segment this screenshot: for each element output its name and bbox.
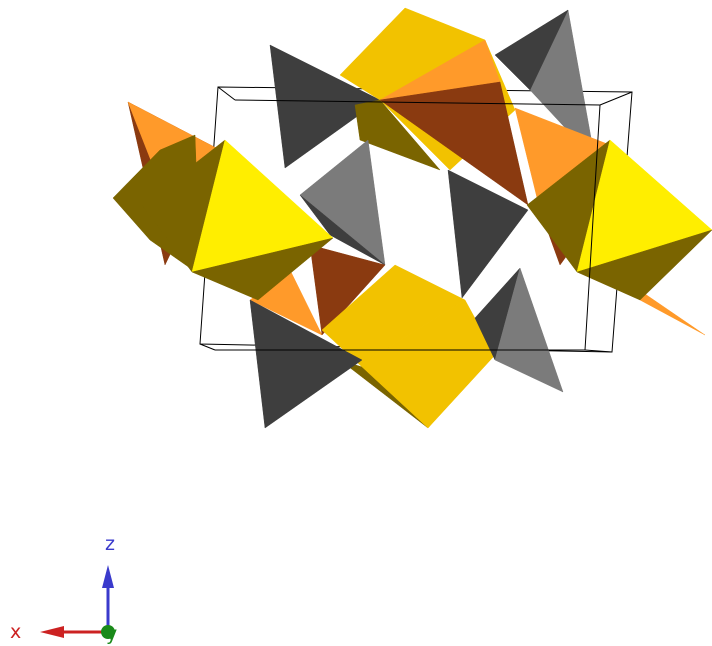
- polyhedron-face: [354, 99, 441, 171]
- polyhedron-face: [494, 267, 564, 393]
- z-axis-arrow: [102, 565, 114, 588]
- polyhedron-face: [191, 237, 334, 301]
- polyhedron-face: [299, 194, 386, 266]
- y-axis-label: y: [106, 623, 117, 645]
- unit-cell-front: [199, 86, 633, 353]
- polyhedron-face: [447, 169, 529, 299]
- polyhedron-face: [269, 44, 381, 169]
- z-axis-label: z: [105, 533, 115, 555]
- y-axis-dot: [101, 625, 115, 639]
- gray-tetrahedron-bottom-right: [474, 267, 564, 393]
- polyhedron-face: [379, 81, 529, 206]
- yellow-octahedron-left: [112, 134, 334, 301]
- gray-tetrahedron-bottom-left: [249, 299, 363, 429]
- x-axis-arrow: [40, 626, 64, 638]
- polyhedron-face: [576, 229, 712, 301]
- gray-tetrahedron-center-right: [447, 169, 529, 299]
- gray-tetrahedron-center-left: [299, 139, 386, 266]
- polyhedron-face: [494, 9, 569, 91]
- x-axis-label: x: [10, 621, 21, 643]
- yellow-octahedron-bottom: [321, 264, 496, 429]
- gray-tetrahedron-top-right: [494, 9, 596, 161]
- axes-indicator: z x y: [10, 533, 117, 645]
- orange-tetrahedron-lower-left: [249, 244, 386, 336]
- orange-tetrahedron-center: [379, 39, 529, 206]
- polyhedron-face: [249, 299, 363, 429]
- polyhedron-face: [309, 244, 386, 336]
- gray-tetrahedron-top-left: [269, 44, 381, 169]
